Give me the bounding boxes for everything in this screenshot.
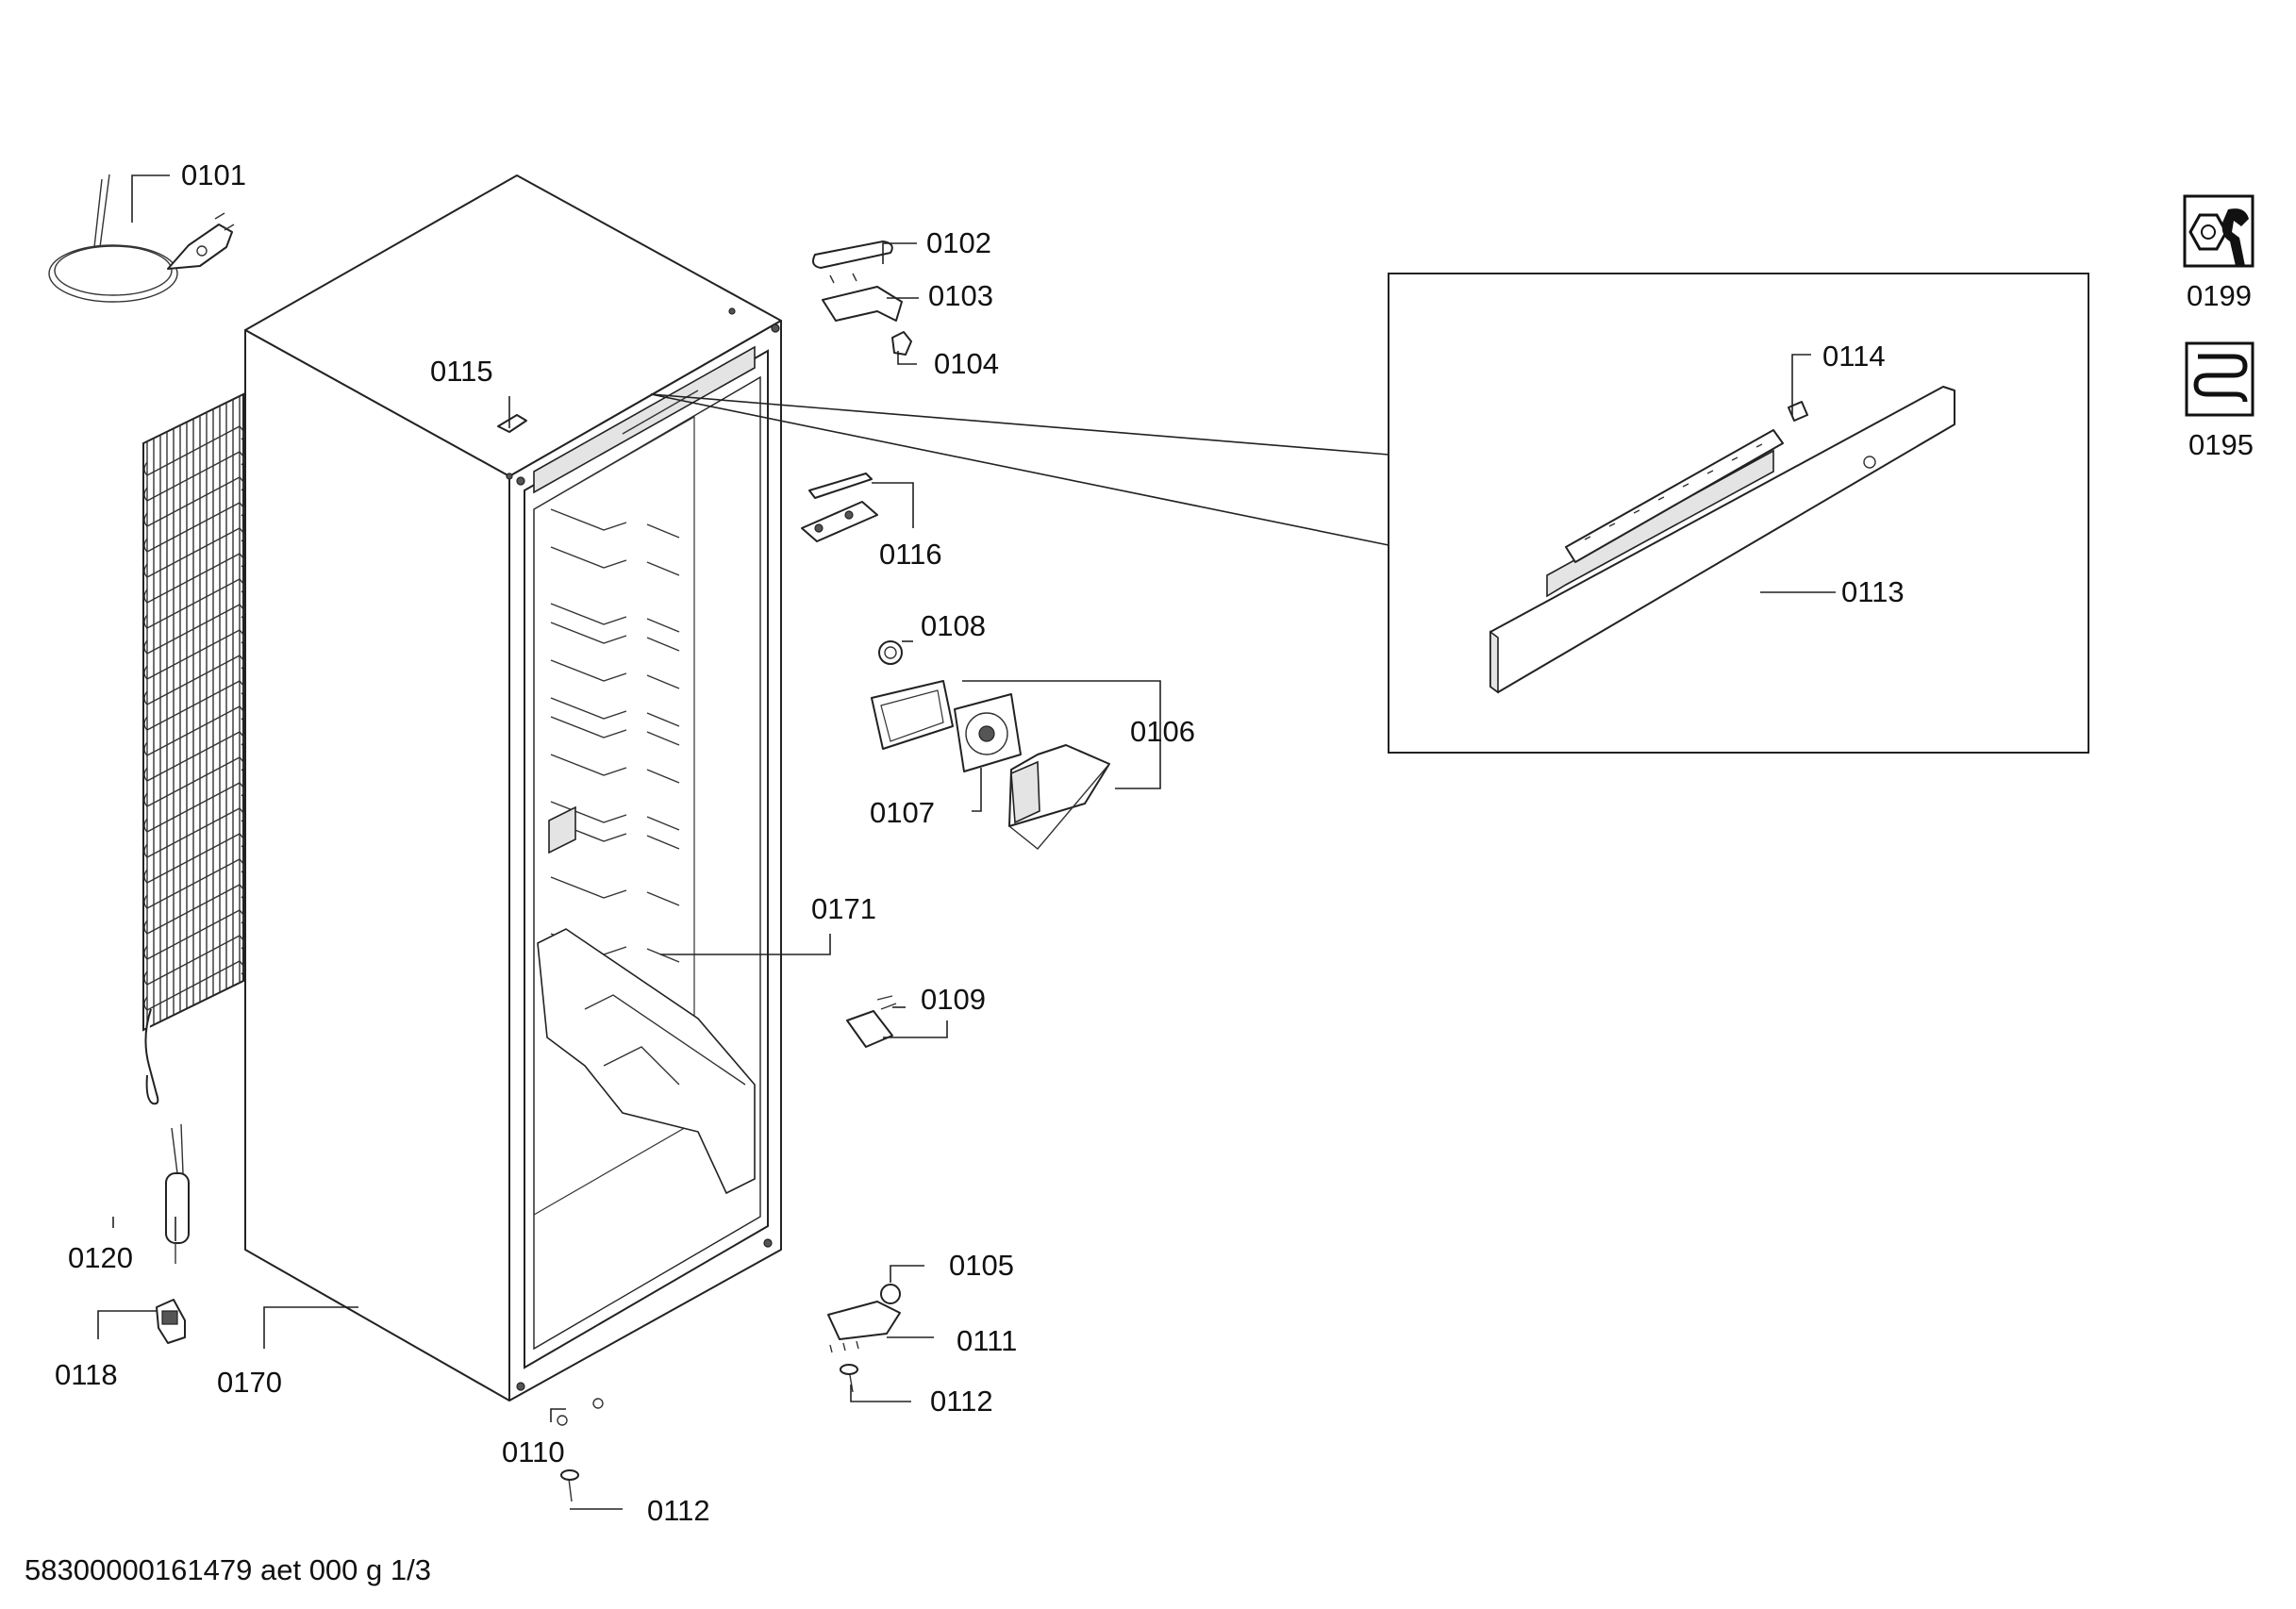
label-0115: 0115	[430, 355, 493, 388]
heating-coil-icon	[2185, 341, 2254, 417]
condenser-coil	[142, 392, 245, 1105]
fan-assembly	[871, 640, 1110, 850]
cabinet	[244, 174, 782, 1402]
label-0105: 0105	[949, 1249, 1014, 1282]
label-0106: 0106	[1130, 715, 1195, 748]
leader-lines	[97, 174, 1836, 1510]
foot-parts	[557, 1398, 604, 1502]
label-0112-foot: 0112	[647, 1494, 710, 1527]
power-cord	[48, 174, 235, 303]
lamp-holder	[846, 995, 897, 1048]
label-0108: 0108	[921, 609, 986, 642]
label-0170: 0170	[217, 1366, 282, 1399]
clip-0118	[156, 1299, 186, 1344]
label-0102: 0102	[926, 226, 991, 259]
temperature-sensor	[165, 1123, 190, 1264]
detail-box	[650, 273, 2089, 754]
label-0107: 0107	[870, 796, 935, 829]
label-0114: 0114	[1822, 340, 1886, 373]
label-0199: 0199	[2187, 279, 2252, 312]
part-labels: 0101 0102 0103 0104 0115 0116 0108 0106 …	[55, 158, 2254, 1527]
label-0113: 0113	[1841, 575, 1905, 608]
label-0109: 0109	[921, 983, 986, 1016]
label-0103: 0103	[928, 279, 993, 312]
wrench-nut-icon	[2183, 194, 2254, 268]
label-0112-hinge: 0112	[930, 1385, 993, 1418]
label-0195: 0195	[2188, 428, 2254, 461]
top-hinge	[812, 241, 912, 356]
label-0110: 0110	[502, 1435, 565, 1468]
label-0111: 0111	[957, 1324, 1017, 1357]
label-0104: 0104	[934, 347, 999, 380]
bracket-0116	[801, 473, 878, 542]
label-0171: 0171	[811, 892, 876, 925]
label-0118: 0118	[55, 1358, 118, 1391]
document-id-footer: 58300000161479 aet 000 g 1/3	[25, 1553, 431, 1586]
label-0101: 0101	[181, 158, 246, 191]
bottom-hinge	[827, 1284, 901, 1393]
label-0116: 0116	[879, 538, 942, 571]
label-0120: 0120	[68, 1241, 133, 1274]
